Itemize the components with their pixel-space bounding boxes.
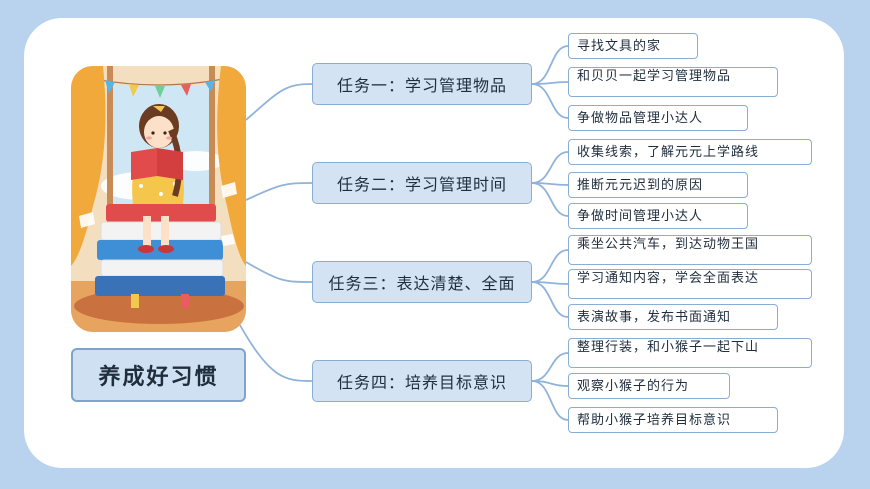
connector-b3-l1 [531,249,569,283]
leaf-node-label: 学习通知内容，学会全面表达 [577,271,760,286]
connector-b4-l1 [531,352,569,382]
leaf-node: 争做物品管理小达人 [568,105,748,131]
leaf-node-label: 推断元元迟到的原因 [577,177,704,193]
connector-b2-l1 [531,151,569,184]
connector-b1-l3 [531,83,569,119]
leaf-node: 和贝贝一起学习管理物品 [568,67,778,97]
leaf-node: 整理行装，和小猴子一起下山 [568,338,812,368]
branch-node-label: 任务二：学习管理时间 [336,175,507,194]
leaf-node-label: 表演故事，发布书面通知 [577,309,732,325]
branch-node-label: 任务一：学习管理物品 [336,76,507,95]
leaf-node-label: 和贝贝一起学习管理物品 [577,69,732,84]
branch-node-1: 任务一：学习管理物品 [312,63,532,105]
connector-root-branch-2 [245,182,313,201]
root-node: 养成好习惯 [71,348,246,402]
leaf-node: 观察小猴子的行为 [568,373,730,399]
leaf-node: 乘坐公共汽车，到达动物王国 [568,235,812,265]
leaf-node: 寻找文具的家 [568,33,698,59]
branch-node-4: 任务四：培养目标意识 [312,360,532,402]
leaf-node-label: 争做时间管理小达人 [577,208,704,224]
branch-node-3: 任务三：表达清楚、全面 [312,261,532,303]
leaf-node: 表演故事，发布书面通知 [568,304,778,330]
leaf-node-label: 收集线索，了解元元上学路线 [577,144,760,160]
connector-b1-l1 [531,45,569,85]
leaf-node-label: 乘坐公共汽车，到达动物王国 [577,237,760,252]
leaf-node-label: 整理行装，和小猴子一起下山 [577,340,760,355]
leaf-node-label: 寻找文具的家 [577,38,662,54]
leaf-node: 收集线索，了解元元上学路线 [568,139,812,165]
connector-b3-l3 [531,281,569,318]
connector-root-branch-1 [245,83,313,121]
leaf-node: 帮助小猴子培养目标意识 [568,407,778,433]
leaf-node-label: 观察小猴子的行为 [577,378,690,394]
connector-b4-l3 [531,380,569,421]
branch-node-2: 任务二：学习管理时间 [312,162,532,204]
branch-node-label: 任务三：表达清楚、全面 [328,274,516,293]
leaf-node: 学习通知内容，学会全面表达 [568,269,812,299]
leaf-node-label: 争做物品管理小达人 [577,110,704,126]
leaf-node-label: 帮助小猴子培养目标意识 [577,412,732,428]
girl-reading-illustration [71,66,246,332]
connector-b2-l3 [531,182,569,217]
leaf-node: 争做时间管理小达人 [568,203,748,229]
leaf-node: 推断元元迟到的原因 [568,172,748,198]
connector-root-branch-4 [235,317,313,382]
connector-root-branch-3 [245,261,313,283]
root-node-label: 养成好习惯 [98,364,219,390]
branch-node-label: 任务四：培养目标意识 [336,373,507,392]
